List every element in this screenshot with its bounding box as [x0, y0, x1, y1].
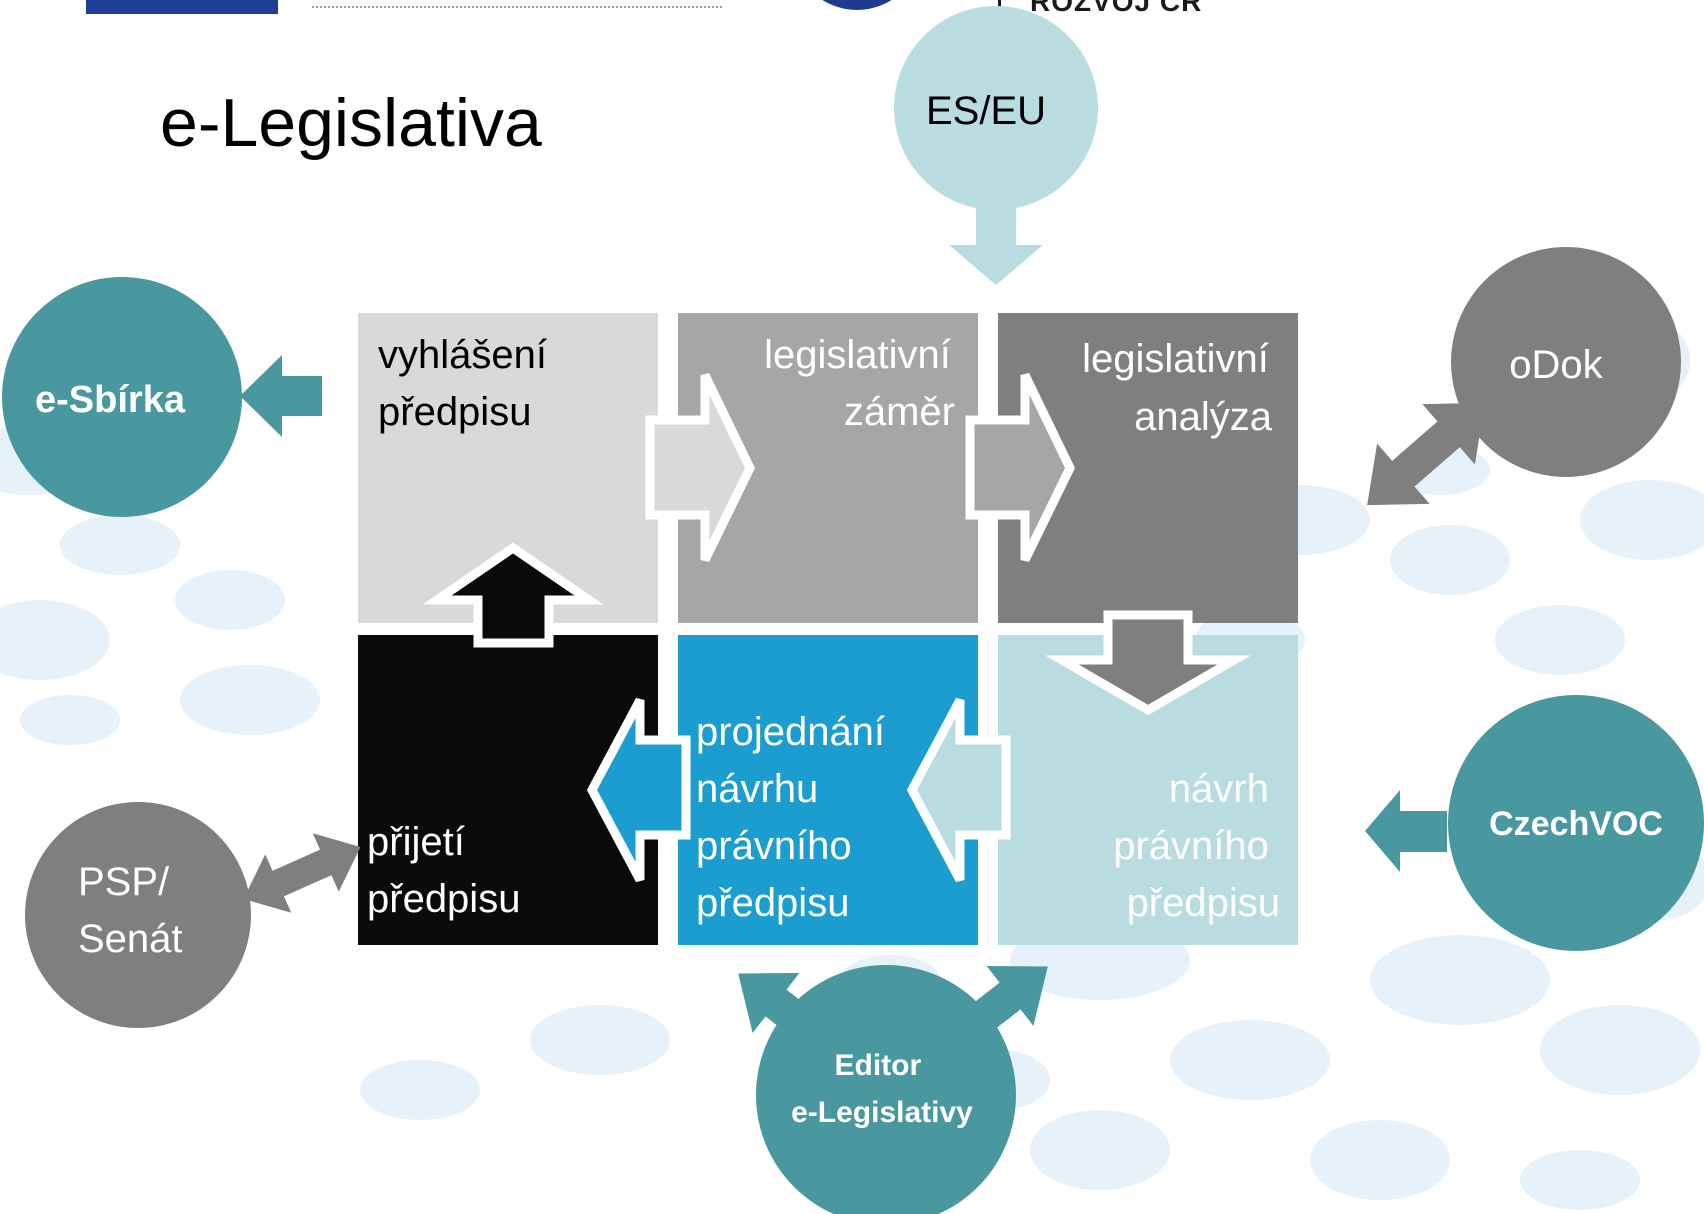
circle-psp-label: PSP/ Senát	[78, 860, 183, 961]
block-zamer-label: legislativní záměr	[764, 333, 962, 434]
circle-editor-label: Editor e-Legislativy	[791, 1049, 973, 1129]
arrow-from-czechvoc	[1365, 790, 1447, 872]
block-projednani-line-1: projednání	[696, 710, 885, 754]
arrow-prijeti-to-vyhlaseni	[422, 542, 604, 648]
circle-eseu	[894, 6, 1098, 210]
circle-editor-line-1: Editor	[834, 1049, 921, 1082]
circle-psp	[25, 802, 251, 1028]
arrow-analyza-to-navrh	[1045, 610, 1251, 716]
block-analyza-line-1: legislativní	[1082, 337, 1269, 381]
header-logos: ROZVOJ ČR	[0, 0, 1704, 20]
block-navrh-line-3: předpisu	[1127, 881, 1280, 925]
block-projednani-line-2: návrhu	[696, 767, 818, 811]
circle-czechvoc-label: CzechVOC	[1489, 805, 1663, 843]
circle-esbirka	[2, 277, 242, 517]
circle-psp-line-2: Senát	[78, 917, 183, 961]
block-zamer-line-2: záměr	[844, 390, 955, 434]
circle-odok-label: oDok	[1509, 343, 1603, 387]
arrow-to-esbirka	[240, 355, 322, 437]
ministry-logo-emblem	[792, 0, 922, 10]
circle-editor	[756, 965, 1016, 1214]
block-vyhlaseni-label: vyhlášení předpisu	[378, 333, 558, 434]
block-projednani-line-3: právního	[696, 824, 852, 868]
arrow-eseu-down	[949, 205, 1043, 285]
block-vyhlaseni-line-2: předpisu	[378, 390, 531, 434]
block-prijeti-label: přijetí předpisu	[367, 820, 520, 921]
block-navrh-label: návrh právního předpisu	[1113, 767, 1280, 925]
block-navrh-line-2: právního	[1113, 824, 1269, 868]
circle-editor-line-2: e-Legislativy	[791, 1096, 973, 1129]
circle-eseu-label: ES/EU	[926, 89, 1046, 133]
circle-odok	[1451, 247, 1681, 477]
block-prijeti-line-1: přijetí	[367, 820, 465, 864]
block-prijeti-line-2: předpisu	[367, 877, 520, 921]
page-title: e-Legislativa	[160, 85, 542, 161]
logo-text-strip	[312, 0, 722, 8]
block-projednani-line-4: předpisu	[696, 881, 849, 925]
arrow-vyhlaseni-to-zamer	[645, 373, 756, 562]
block-projednani-label: projednání návrhu právního předpisu	[696, 710, 896, 925]
block-navrh-line-1: návrh	[1169, 767, 1269, 811]
eu-flag-logo	[86, 0, 278, 14]
arrow-projednani-to-prijeti	[586, 697, 691, 883]
block-analyza-label: legislativní analýza	[1082, 337, 1280, 439]
logo-caption-right: ROZVOJ ČR	[1030, 0, 1203, 17]
block-analyza-line-2: analýza	[1134, 395, 1273, 439]
arrow-odok-double	[1367, 402, 1485, 506]
block-vyhlaseni-line-1: vyhlášení	[378, 333, 547, 377]
block-zamer-line-1: legislativní	[764, 333, 951, 377]
circle-czechvoc	[1448, 695, 1704, 951]
arrow-zamer-to-analyza	[965, 373, 1076, 562]
arrow-navrh-to-projednani	[906, 697, 1011, 883]
arrow-psp-double	[243, 833, 361, 913]
circle-psp-line-1: PSP/	[78, 860, 170, 904]
circle-esbirka-label: e-Sbírka	[35, 379, 186, 421]
